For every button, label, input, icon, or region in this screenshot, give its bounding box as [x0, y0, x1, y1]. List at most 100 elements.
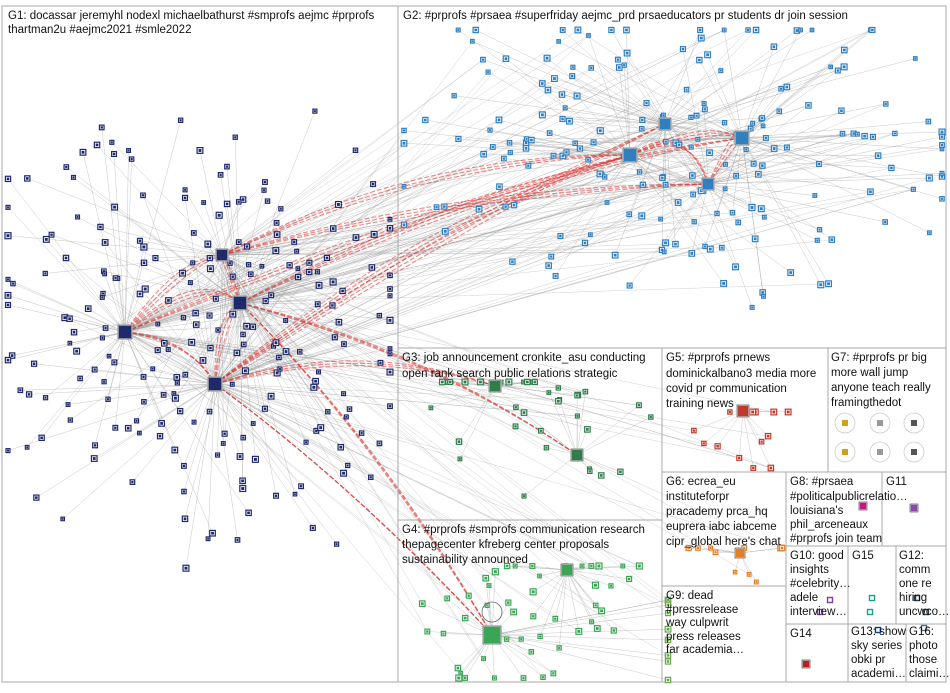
hub-node: [859, 502, 867, 510]
node-fill: [584, 391, 586, 393]
node-fill: [236, 539, 238, 541]
node-fill: [526, 138, 528, 140]
node-fill: [108, 355, 110, 357]
group-label-G14-line1: G14: [790, 628, 812, 640]
node-fill: [231, 383, 233, 385]
edge-long: [125, 332, 739, 458]
node-fill: [159, 435, 162, 438]
node-fill: [94, 444, 96, 446]
node-fill: [748, 573, 750, 575]
node-fill: [522, 677, 524, 679]
group-label-G5-line4: training news: [666, 398, 734, 410]
node-fill: [174, 397, 177, 400]
group-label-G13-line3: obki pr: [851, 654, 886, 666]
node-fill: [243, 343, 245, 345]
group-label-G1-line2: thartman2u #aejmc2021 #smle2022: [8, 24, 191, 36]
node-fill: [326, 257, 328, 259]
node-fill: [589, 470, 591, 472]
edge: [492, 635, 668, 640]
node-fill: [770, 467, 773, 470]
node-fill: [219, 174, 221, 176]
node-fill: [547, 264, 550, 267]
node-fill: [557, 400, 560, 403]
node-fill: [738, 457, 740, 459]
node-fill: [222, 443, 224, 445]
edge: [215, 384, 337, 544]
node-fill: [211, 532, 214, 535]
node-fill: [107, 398, 109, 400]
node-fill: [403, 223, 406, 226]
node-fill: [209, 267, 212, 270]
node-fill: [489, 129, 491, 131]
node-fill: [26, 177, 29, 180]
node-fill: [209, 257, 211, 259]
node-fill: [761, 164, 764, 167]
node-fill: [546, 57, 549, 60]
node-fill: [275, 495, 277, 497]
node-fill: [716, 445, 719, 448]
node-fill: [215, 298, 217, 300]
node-fill: [389, 227, 392, 230]
node-fill: [638, 404, 640, 406]
node-fill: [192, 262, 194, 264]
node-fill: [65, 257, 68, 260]
node-fill: [660, 218, 662, 220]
node-fill: [532, 615, 534, 617]
node-fill: [763, 295, 765, 297]
node-fill: [378, 442, 380, 444]
node-fill: [541, 113, 544, 116]
group-label-G5-line3: covid pr communication: [666, 383, 787, 395]
node-fill: [650, 416, 652, 418]
node-fill: [7, 450, 9, 452]
node-fill: [752, 122, 754, 124]
node-fill: [441, 381, 444, 384]
node-fill: [493, 677, 495, 679]
node-fill: [12, 283, 14, 285]
node-fill: [600, 609, 603, 612]
edge: [422, 604, 492, 635]
node-fill: [179, 410, 182, 413]
node-fill: [229, 262, 231, 264]
red-edge: [240, 138, 742, 303]
node-fill: [389, 319, 392, 322]
small-node: [870, 596, 875, 601]
node-fill: [446, 597, 448, 599]
node-fill: [371, 266, 374, 269]
node-fill: [534, 381, 536, 383]
node-fill: [45, 397, 47, 399]
node-fill: [565, 151, 567, 153]
node-fill: [173, 449, 176, 452]
node-fill: [176, 382, 178, 384]
hub-node: [208, 377, 222, 391]
group-label-G5-line2: dominickalbano3 media more: [666, 368, 816, 380]
node-fill: [275, 341, 278, 344]
node-fill: [327, 411, 329, 413]
group-label-G8-line3: way culpwrit: [665, 617, 729, 629]
node-fill: [807, 104, 810, 107]
node-fill: [202, 359, 205, 362]
node-fill: [113, 361, 115, 363]
node-fill: [761, 291, 764, 294]
node-fill: [266, 200, 268, 202]
g7-node: [842, 420, 848, 426]
node-fill: [101, 296, 103, 298]
node-fill: [68, 317, 71, 320]
edge: [626, 30, 630, 155]
node-fill: [389, 348, 391, 350]
node-fill: [457, 677, 460, 680]
group-label-G5: G5: #prprofs prnews dominickalbano3 medi…: [666, 352, 819, 410]
node-fill: [69, 419, 71, 421]
node-fill: [747, 29, 749, 31]
node-fill: [208, 314, 210, 316]
node-fill: [816, 239, 818, 241]
group-label-G4: G4: #prprofs #smprofs communication rese…: [402, 524, 648, 566]
node-fill: [252, 423, 254, 425]
node-fill: [181, 272, 184, 275]
node-fill: [7, 206, 9, 208]
node-fill: [641, 128, 643, 130]
node-fill: [453, 95, 455, 97]
node-fill: [26, 446, 28, 448]
node-fill: [111, 141, 113, 143]
group-label-G15: G15: [852, 550, 874, 562]
